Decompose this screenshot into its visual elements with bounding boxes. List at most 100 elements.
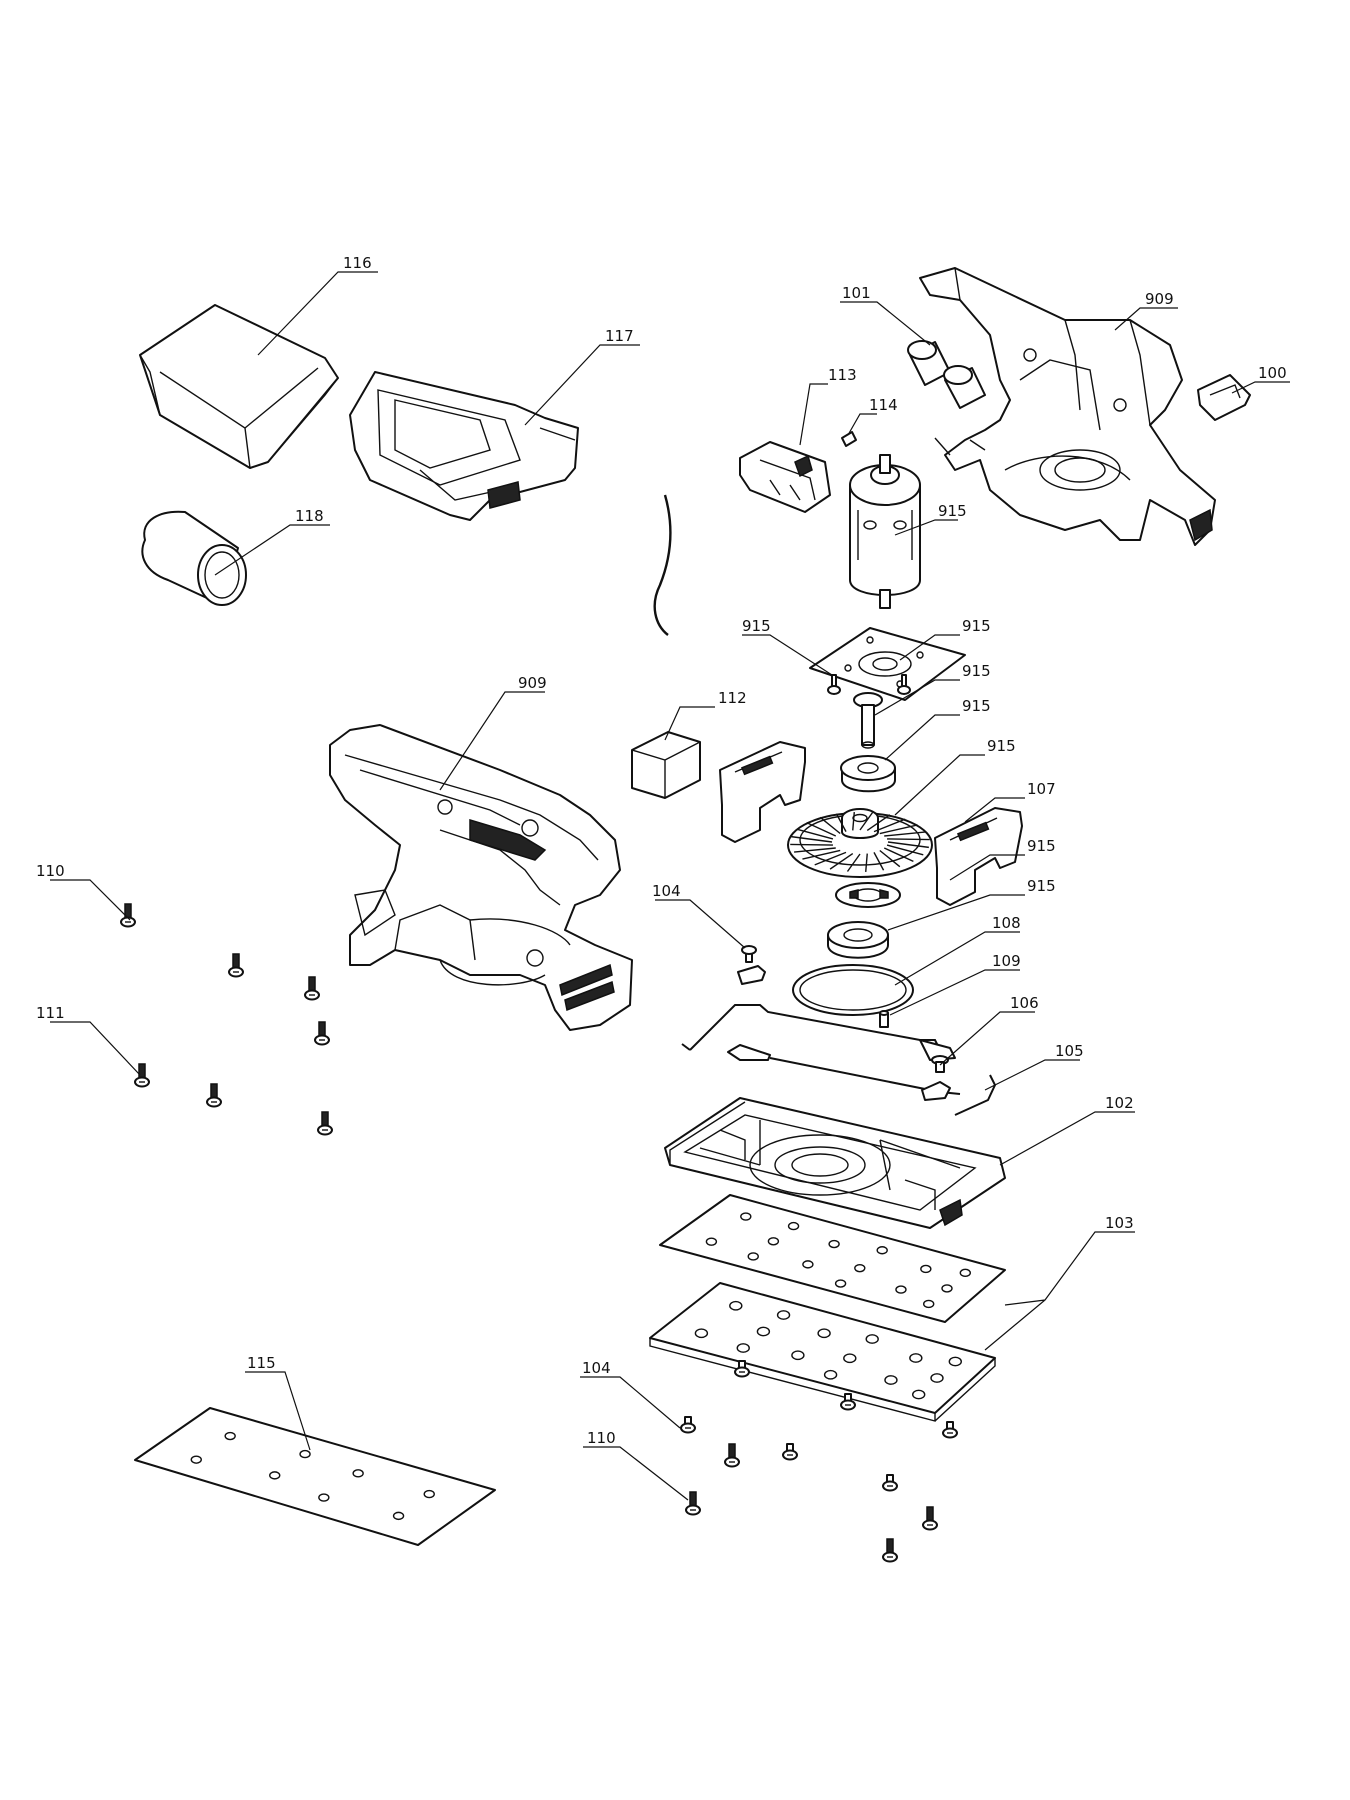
screw [206, 1083, 222, 1108]
part-915-bearing-lower [827, 921, 889, 959]
perforation-hole [767, 1237, 780, 1246]
perforation-hole [269, 1471, 281, 1480]
part-915-motor [849, 454, 921, 609]
perforation-hole [909, 1353, 923, 1363]
part-915-shaft [853, 692, 883, 749]
callout-103: 103 [1105, 1214, 1134, 1232]
screw [922, 1506, 938, 1531]
part-102-base-plate [664, 1097, 1006, 1229]
perforation-hole [920, 1264, 932, 1274]
fan-blade [866, 814, 891, 831]
perforation-hole [729, 1300, 743, 1311]
screw [685, 1491, 701, 1516]
part-108-seal-ring [792, 964, 914, 1016]
part-915-fan [787, 808, 933, 878]
fan-blade [884, 831, 926, 837]
callout-111: 111 [36, 1004, 65, 1022]
fan-blade [790, 843, 833, 846]
perforation-hole [941, 1284, 953, 1293]
fan-blade [879, 849, 901, 868]
callout-106: 106 [1010, 994, 1039, 1012]
callout-104-bottom: 104 [582, 1359, 611, 1377]
perforation-hole [423, 1489, 435, 1499]
perforation-hole [959, 1268, 971, 1278]
callout-112: 112 [718, 689, 747, 707]
perforation-hole [828, 1239, 840, 1249]
part-107-support-right [934, 807, 1023, 906]
callout-915-shaft: 915 [962, 662, 991, 680]
part-909-housing-assembled [329, 724, 633, 1031]
part-909-housing-right [919, 267, 1216, 546]
callout-915-bearing: 915 [962, 697, 991, 715]
perforation-hole [923, 1299, 935, 1309]
part-107-support-left [719, 741, 806, 843]
perforation-hole [224, 1431, 236, 1441]
part-915-bearing-upper [840, 755, 896, 793]
callout-915-bearing-lower: 915 [1027, 877, 1056, 895]
screw [840, 1393, 856, 1411]
fan-blade [791, 835, 833, 843]
part-104-screw-upper [737, 945, 766, 985]
perforation-hole [318, 1493, 330, 1502]
leader-lines [50, 271, 1290, 1501]
callout-100: 100 [1258, 364, 1287, 382]
part-wire-bracket [681, 1004, 961, 1095]
screw [120, 903, 136, 928]
callout-107: 107 [1027, 780, 1056, 798]
part-116-dust-box [139, 304, 339, 469]
part-115-sanding-sheet [134, 1407, 496, 1546]
callout-118: 118 [295, 507, 324, 525]
part-101-bushings [907, 340, 986, 409]
perforation-hole [843, 1353, 857, 1364]
perforation-hole [823, 1369, 838, 1380]
callout-115: 115 [247, 1354, 276, 1372]
fan-blade [794, 847, 836, 853]
screw [882, 1538, 898, 1563]
fan-blade [873, 818, 906, 833]
perforation-hole [876, 1246, 888, 1255]
perforation-hole [802, 1260, 814, 1269]
screw [228, 953, 244, 978]
perforation-hole [190, 1455, 202, 1464]
part-103-pad-lower [649, 1282, 996, 1422]
perforation-hole [912, 1389, 926, 1400]
callout-915-plate: 915 [962, 617, 991, 635]
perforation-hole [392, 1511, 405, 1521]
fan-blade [796, 828, 834, 840]
screw [680, 1416, 696, 1434]
perforation-hole [865, 1334, 879, 1344]
part-915-screws [827, 674, 911, 695]
perforation-hole [817, 1328, 831, 1339]
fan-blade [835, 813, 847, 832]
perforation-hole [299, 1449, 311, 1459]
perforation-hole [747, 1252, 759, 1261]
callout-915-screw: 915 [742, 617, 771, 635]
perforation-hole [834, 1279, 847, 1288]
screw [304, 976, 320, 1001]
perforation-hole [948, 1356, 962, 1367]
callout-117: 117 [605, 327, 634, 345]
perforation-hole [736, 1343, 750, 1353]
screw [724, 1443, 740, 1468]
fan-blade [806, 821, 837, 837]
callout-101: 101 [842, 284, 871, 302]
part-cable [653, 494, 672, 636]
screw [882, 1474, 898, 1492]
perforation-hole [740, 1212, 752, 1221]
fan-blade [814, 851, 847, 866]
fan-blade [829, 853, 854, 870]
screw [782, 1443, 798, 1461]
fan-blade [886, 844, 924, 856]
callout-102: 102 [1105, 1094, 1134, 1112]
part-109-pin [879, 1010, 889, 1028]
callout-909-housing: 909 [1145, 290, 1174, 308]
callout-113: 113 [828, 366, 857, 384]
callout-105: 105 [1055, 1042, 1084, 1060]
perforation-hole [756, 1326, 771, 1337]
callout-104-top: 104 [652, 882, 681, 900]
screw [134, 1063, 150, 1088]
part-103-pad-upper [659, 1194, 1006, 1323]
part-112-block [631, 731, 701, 799]
